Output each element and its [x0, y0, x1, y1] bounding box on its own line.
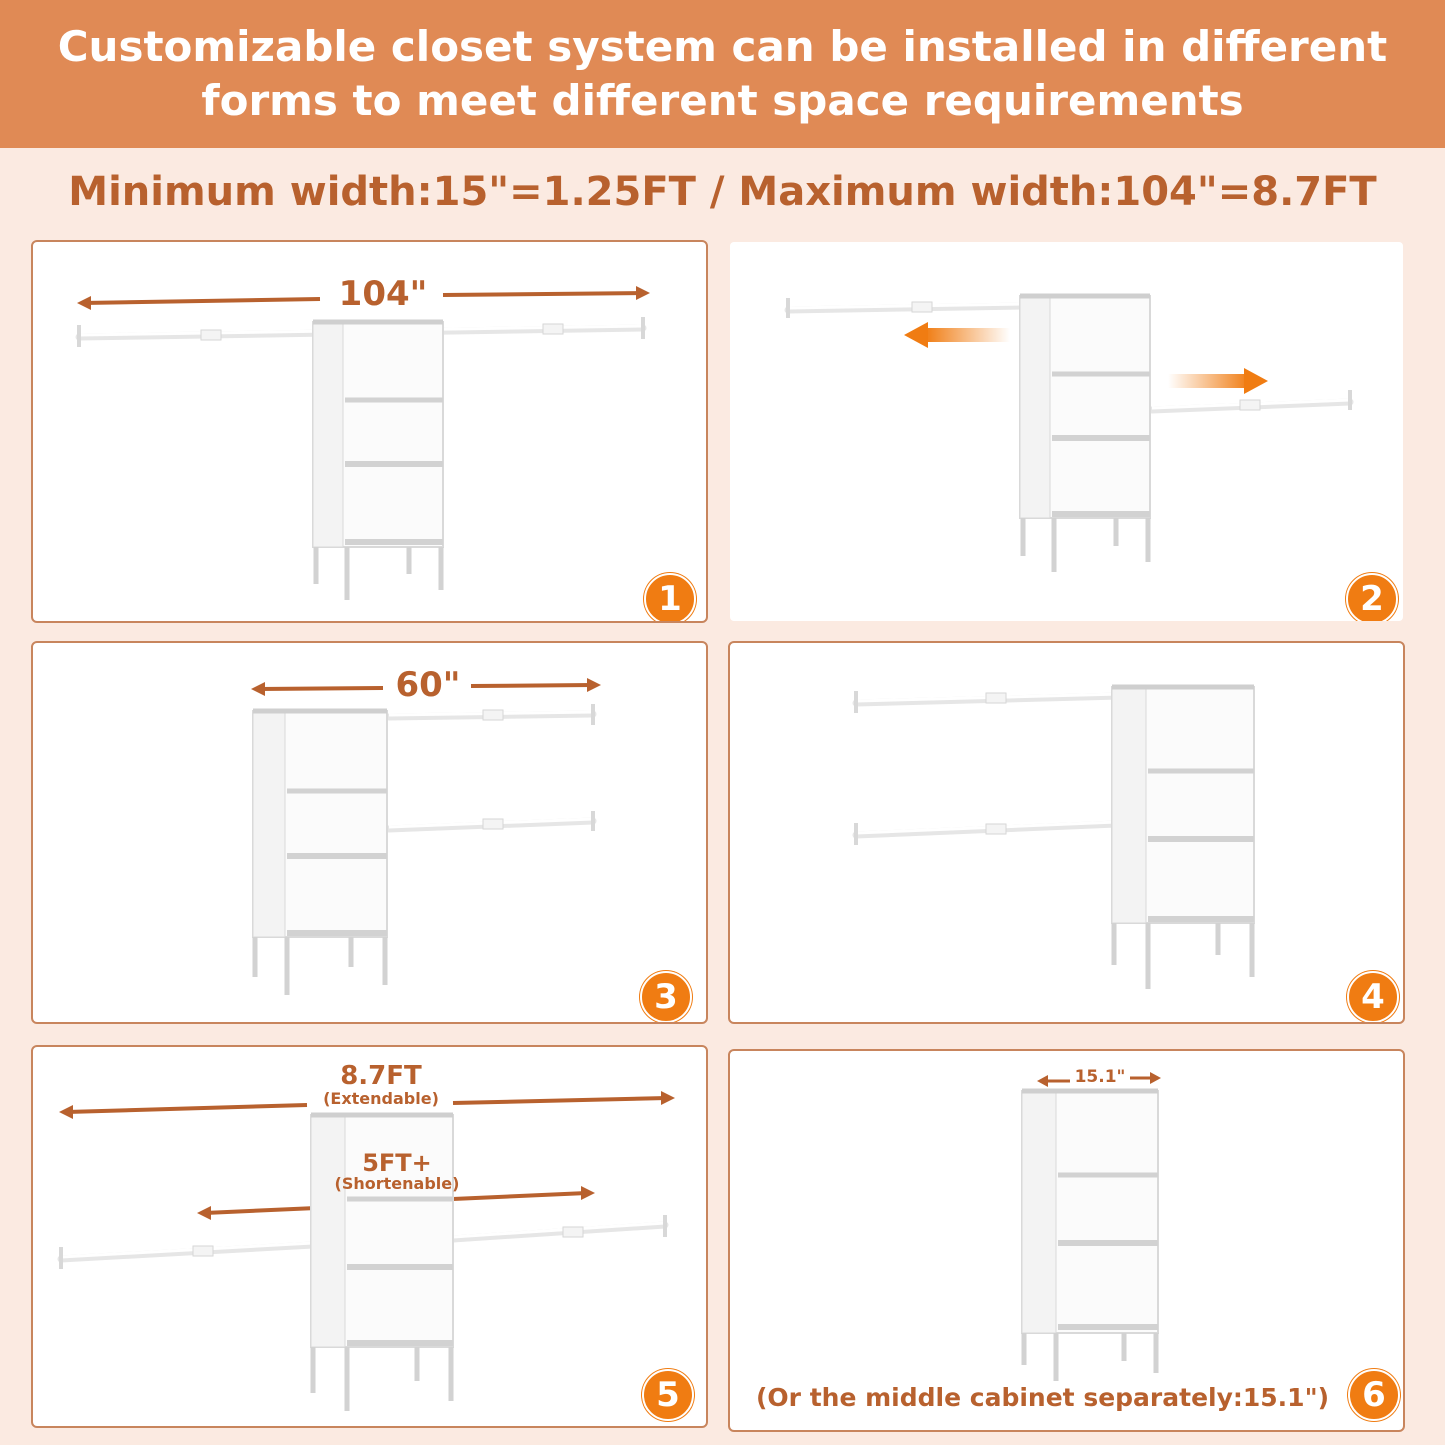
- width-104-label: 104": [338, 274, 428, 314]
- hanging-rod-icon: [852, 691, 1144, 845]
- closet-cabinet-icon: [310, 1112, 454, 1411]
- width-60-label: 60": [395, 665, 461, 705]
- width-range-text: Minimum width:15"=1.25FT / Maximum width…: [68, 169, 1377, 215]
- hanging-rod-icon: [385, 704, 597, 833]
- closet-cabinet-icon: [1021, 1088, 1159, 1381]
- cabinet-separately-caption: (Or the middle cabinet separately:15.1"): [756, 1383, 1330, 1412]
- layout-panel-3: 60" 3: [31, 641, 708, 1024]
- hanging-rod-icon: [57, 1215, 669, 1269]
- shortenable-note: (Shortenable): [334, 1174, 460, 1193]
- closet-cabinet-icon: [252, 708, 388, 995]
- layout-panel-4: 4: [728, 641, 1405, 1024]
- number-badge-icon: 1: [644, 573, 696, 621]
- dimension-arrow-icon: [59, 1091, 675, 1220]
- number-badge-icon: 5: [642, 1369, 694, 1421]
- layout-panel-1: 104" 1: [31, 240, 708, 623]
- header-line-1: Customizable closet system can be instal…: [57, 22, 1388, 71]
- dimension-arrow-icon: [251, 678, 601, 696]
- motion-arrow-icon: [904, 322, 1268, 394]
- dimension-arrow-icon: [1037, 1072, 1161, 1087]
- width-5ft-label: 5FT+: [362, 1149, 432, 1177]
- hanging-rod-icon: [784, 298, 1354, 414]
- header-banner: Customizable closet system can be instal…: [0, 0, 1445, 148]
- layout-panel-2: 2: [728, 240, 1405, 623]
- number-badge-icon: 3: [640, 971, 692, 1022]
- header-line-2: forms to meet different space requiremen…: [201, 76, 1244, 125]
- closet-cabinet-icon: [1019, 293, 1151, 572]
- number-badge-icon: 6: [1348, 1369, 1400, 1421]
- extendable-note: (Extendable): [323, 1089, 439, 1108]
- dimension-arrow-icon: [77, 286, 650, 310]
- layout-panel-6: 15.1" (Or the middle cabinet separately:…: [728, 1049, 1405, 1432]
- number-badge-icon: 2: [1346, 573, 1398, 621]
- number-badge-icon: 4: [1347, 971, 1399, 1022]
- layout-panel-5: 8.7FT (Extendable) 5FT+ (Shortenable) 5: [31, 1045, 708, 1428]
- closet-cabinet-icon: [312, 319, 444, 600]
- closet-cabinet-icon: [1111, 684, 1255, 989]
- width-8-7ft-label: 8.7FT: [340, 1061, 422, 1091]
- width-15-1-label: 15.1": [1074, 1067, 1126, 1087]
